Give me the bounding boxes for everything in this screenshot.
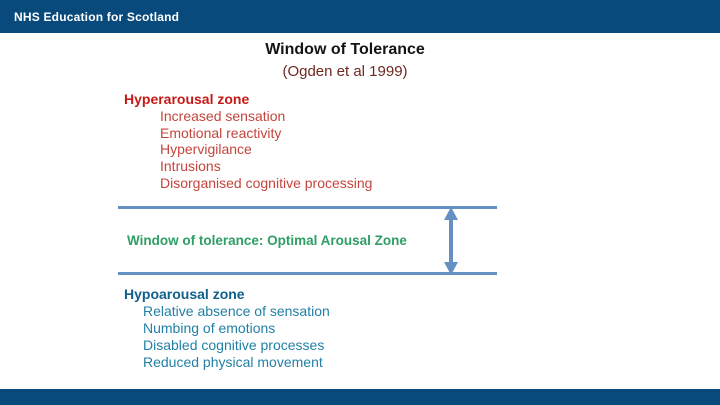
list-item: Disorganised cognitive processing (160, 174, 373, 191)
list-item: Hypervigilance (160, 141, 252, 158)
hyperarousal-list: Increased sensation Emotional reactivity… (160, 108, 372, 192)
slide-subtitle: (Ogden et al 1999) (282, 63, 408, 80)
list-item: Intrusions (160, 158, 221, 175)
header-bar: NHS Education for Scotland (0, 0, 720, 33)
hyperarousal-heading: Hyperarousal zone (124, 91, 250, 107)
list-item: Emotional reactivity (160, 124, 282, 141)
slide-title: Window of Tolerance (265, 41, 425, 58)
list-item: Disabled cognitive processes (143, 337, 325, 353)
hypoarousal-heading: Hypoarousal zone (124, 286, 245, 302)
list-item: Increased sensation (160, 108, 286, 124)
list-item: Reduced physical movement (143, 354, 323, 370)
list-item: Numbing of emotions (143, 320, 276, 336)
list-item: Relative absence of sensation (143, 303, 330, 319)
double-arrow-icon (444, 207, 458, 275)
optimal-zone-label: Window of tolerance: Optimal Arousal Zon… (127, 233, 407, 248)
brand-title: NHS Education for Scotland (14, 9, 180, 24)
tolerance-upper-line (118, 206, 497, 209)
tolerance-lower-line (118, 272, 497, 275)
hypoarousal-list: Relative absence of sensation Numbing of… (143, 303, 330, 371)
footer-bar (0, 389, 720, 405)
